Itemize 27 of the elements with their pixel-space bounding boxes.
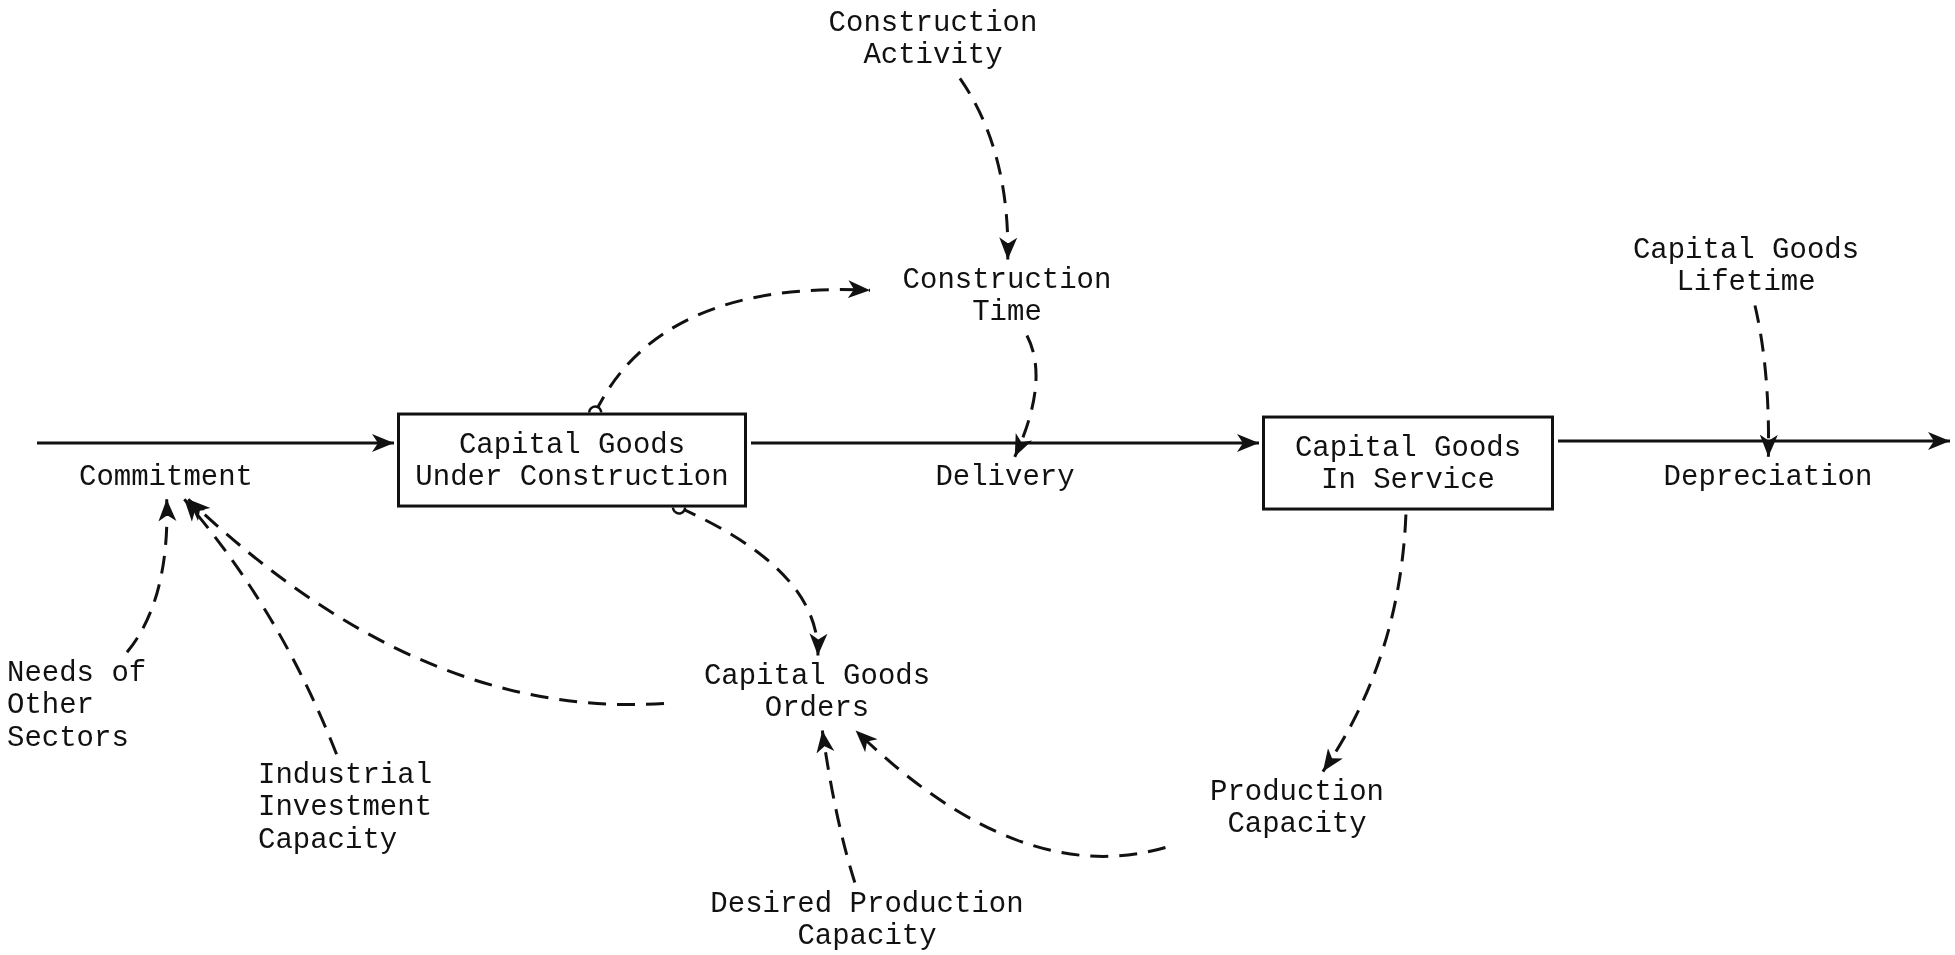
variable-label: Capital Goods Orders — [702, 660, 932, 726]
stock-box — [397, 412, 747, 508]
flow-arrow — [37, 434, 394, 452]
dashed-arrow — [183, 498, 338, 755]
rate-label: Delivery — [935, 461, 1075, 495]
rate-label: Commitment — [79, 461, 253, 495]
stock-name: Capital Goods Under Construction — [414, 429, 730, 495]
dashed-arrow — [125, 499, 176, 654]
dashed-arrow — [1013, 334, 1038, 458]
stock-box — [1262, 415, 1554, 511]
variable-label: Desired Production Capacity — [709, 888, 1025, 954]
stock-name: Capital Goods In Service — [1293, 432, 1523, 498]
variable-label: Needs of Other Sectors — [7, 658, 148, 756]
variable-label: Construction Time — [901, 264, 1113, 330]
dashed-arrow — [854, 729, 1166, 858]
variable-label: Industrial Investment Capacity — [258, 760, 434, 858]
variable-label: Construction Activity — [827, 7, 1039, 73]
flow-arrow — [751, 434, 1259, 452]
dashed-arrow — [958, 77, 1017, 260]
dashed-arrow — [816, 730, 857, 883]
flow-arrow — [1558, 432, 1950, 450]
rate-label: Depreciation — [1663, 461, 1873, 495]
dashed-arrow — [1753, 305, 1778, 457]
dashed-arrow — [187, 498, 665, 706]
variable-label: Production Capacity — [1209, 776, 1385, 842]
variable-label: Capital Goods Lifetime — [1631, 234, 1861, 300]
dashed-arrow — [1321, 514, 1408, 773]
